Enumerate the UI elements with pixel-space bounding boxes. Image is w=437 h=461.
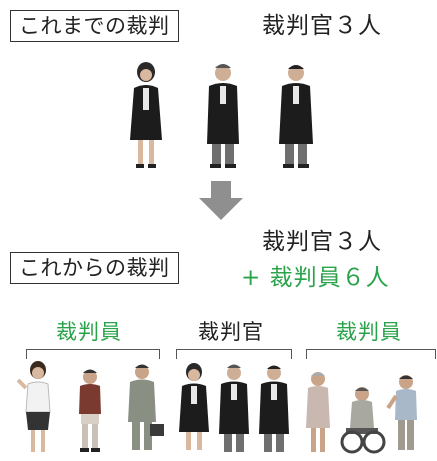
lay-judge-figure-4	[306, 372, 330, 452]
judge-figure-6	[259, 365, 289, 452]
judge-figure-4	[179, 363, 209, 450]
bracket-judges	[176, 349, 292, 359]
future-trial-label: これからの裁判	[10, 252, 179, 284]
judge-figure-2	[207, 64, 239, 168]
current-judges-count: 裁判官３人	[262, 13, 382, 39]
judge-figure-3	[279, 65, 313, 168]
lay-judge-figure-2	[79, 369, 101, 452]
bracket-lay-left	[26, 349, 160, 359]
future-trial-figures	[16, 361, 417, 454]
lay-judge-figure-3	[128, 364, 164, 450]
judge-figure-5	[219, 364, 249, 452]
lay-judge-figure-6	[386, 375, 417, 450]
group-title-lay-right: 裁判員	[336, 320, 402, 344]
group-title-lay-left: 裁判員	[56, 320, 122, 344]
future-judges-count: 裁判官３人	[262, 229, 382, 255]
bracket-lay-right	[306, 349, 436, 359]
judge-figure-1	[130, 62, 162, 168]
current-judges-figures	[130, 62, 313, 168]
down-arrow-icon	[199, 181, 243, 220]
lay-judge-figure-5	[340, 387, 386, 454]
lay-judges-count: + 裁判員６人	[241, 265, 390, 291]
group-title-judges: 裁判官	[198, 320, 264, 344]
lay-judge-figure-1	[16, 361, 51, 452]
current-trial-label: これまでの裁判	[10, 10, 179, 42]
